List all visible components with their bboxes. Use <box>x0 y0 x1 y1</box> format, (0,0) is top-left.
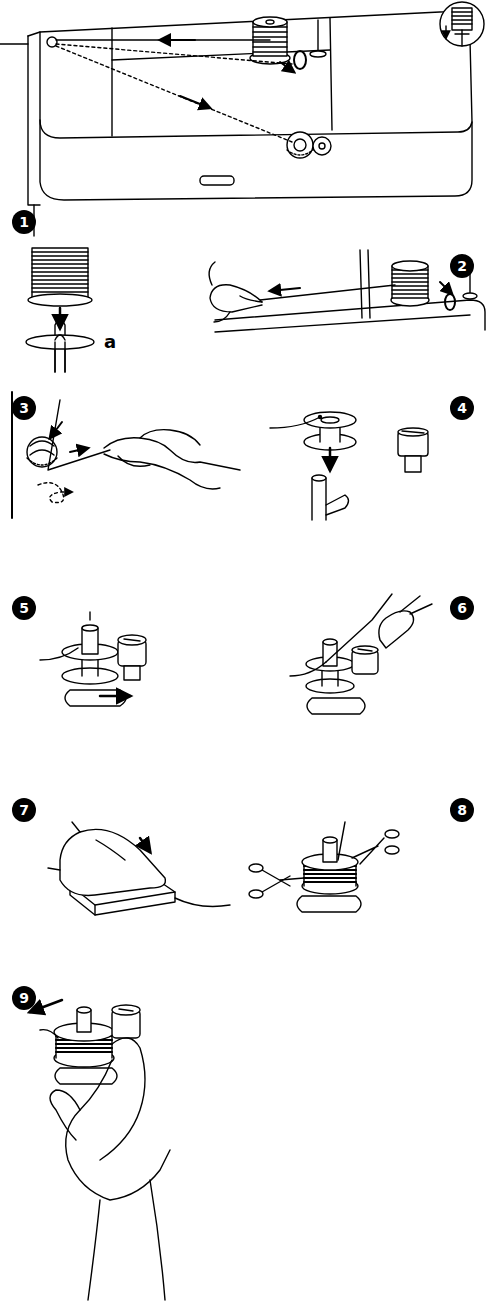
machine-top <box>0 2 484 236</box>
callout-number: 8 <box>450 798 474 822</box>
callout-number: 2 <box>450 254 474 278</box>
step-8-full-bobbin <box>249 822 399 912</box>
callout-number: 6 <box>450 596 474 620</box>
part-letter: a <box>104 332 116 352</box>
step-9-remove-bobbin <box>30 1000 170 1300</box>
step-1-spool <box>26 248 94 372</box>
step-3-tension <box>27 400 240 503</box>
step-2-thread-guide <box>209 250 485 332</box>
callout-number: 5 <box>12 596 36 620</box>
step-7-foot-pedal <box>48 822 230 915</box>
step-6-hold-thread <box>290 594 432 714</box>
step-4-bobbin <box>270 412 428 520</box>
callout-number: 1 <box>12 210 36 234</box>
callout-number: 4 <box>450 396 474 420</box>
callout-number: 3 <box>12 396 36 420</box>
step-5-winder <box>40 612 146 706</box>
callout-number: 9 <box>12 986 36 1010</box>
callout-number: 7 <box>12 798 36 822</box>
